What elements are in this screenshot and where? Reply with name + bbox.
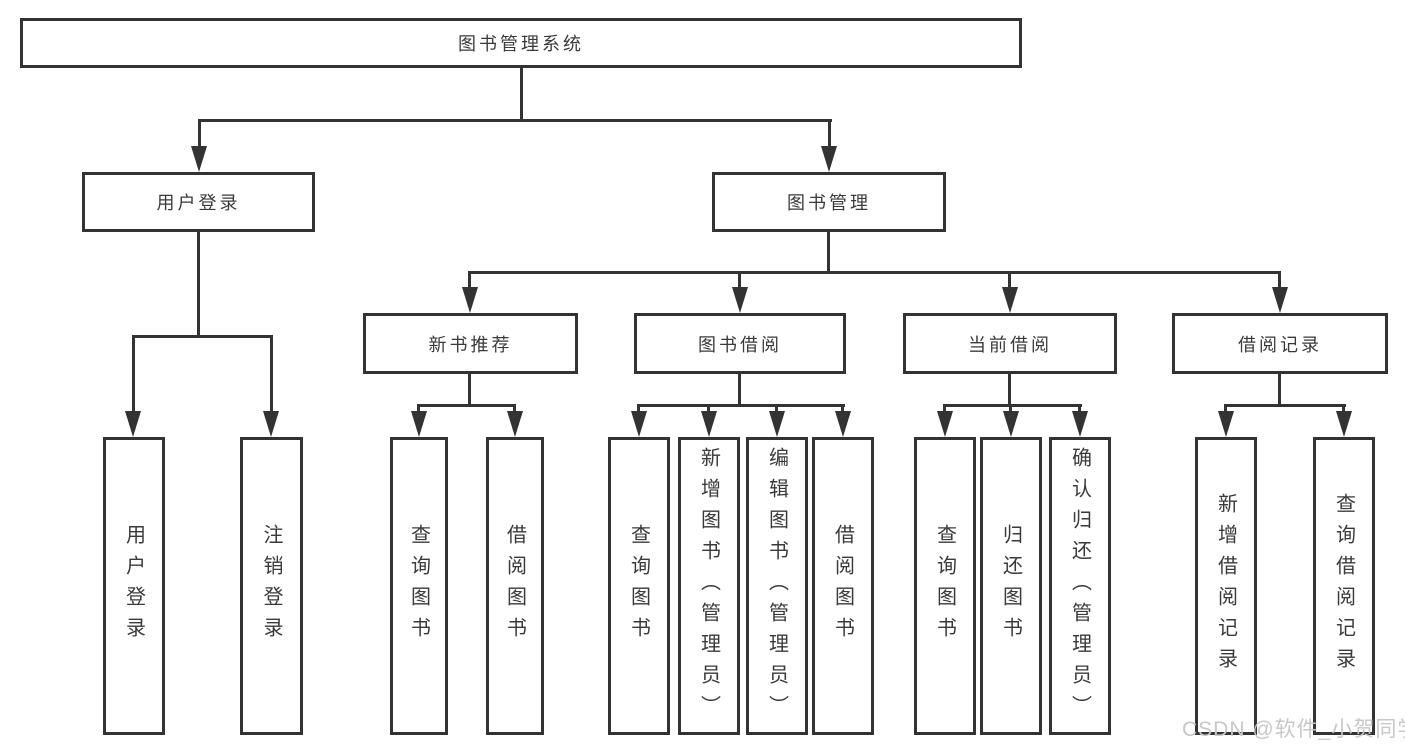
connector-line [707,404,710,414]
connector-line [1224,404,1227,414]
connector-line [468,271,1281,274]
connector-line [1078,404,1081,414]
leaf-borrowing-query-books: 查询图书 [608,437,670,735]
leaf-borrowing-borrow-books: 借阅图书 [812,437,874,735]
leaf-records-query-record: 查询借阅记录 [1313,437,1375,735]
leaf-borrowing-edit-book-admin: 编辑图书（管理员） [746,437,808,735]
arrowhead-down-icon [1272,287,1288,313]
arrowhead-down-icon [701,411,717,437]
connector-line [133,335,273,338]
connector-line [637,404,845,407]
leaf-borrowing-add-book-admin: 新增图书（管理员） [678,437,740,735]
arrowhead-down-icon [1002,287,1018,313]
connector-line [1008,271,1011,289]
node-current-borrowing: 当前借阅 [903,313,1117,374]
arrowhead-down-icon [835,411,851,437]
connector-line [1278,374,1281,407]
connector-line [132,335,135,413]
arrowhead-down-icon [1218,411,1234,437]
node-user-login: 用户登录 [82,172,315,232]
connector-line [775,404,778,414]
leaf-logout: 注销登录 [240,437,303,735]
leaf-recommend-query-books: 查询图书 [390,437,448,735]
watermark-text: CSDN @软件_小贺同学 [1182,718,1405,741]
node-book-borrowing: 图书借阅 [634,313,846,374]
connector-line [468,271,471,289]
arrowhead-down-icon [821,146,837,172]
connector-line [827,232,830,273]
node-borrowing-records: 借阅记录 [1172,313,1388,374]
leaf-user-login: 用户登录 [103,437,165,735]
connector-line [1342,404,1345,414]
node-new-book-recommendation: 新书推荐 [363,313,578,374]
connector-line [513,404,516,414]
arrowhead-down-icon [1336,411,1352,437]
connector-line [417,404,516,407]
arrowhead-down-icon [125,411,141,437]
connector-line [1008,374,1011,407]
connector-line [468,374,471,407]
arrowhead-down-icon [631,411,647,437]
node-book-management: 图书管理 [712,172,946,232]
arrowhead-down-icon [507,411,523,437]
root-node: 图书管理系统 [20,18,1022,68]
arrowhead-down-icon [462,287,478,313]
arrowhead-down-icon [1003,411,1019,437]
leaf-current-query-books: 查询图书 [914,437,976,735]
connector-line [828,119,831,149]
arrowhead-down-icon [411,411,427,437]
arrowhead-down-icon [191,146,207,172]
connector-line [1009,404,1012,414]
arrowhead-down-icon [263,411,279,437]
arrowhead-down-icon [937,411,953,437]
arrowhead-down-icon [732,287,748,313]
connector-line [1224,404,1346,407]
arrowhead-down-icon [769,411,785,437]
connector-line [738,271,741,289]
connector-line [841,404,844,414]
connector-line [520,66,523,122]
connector-line [738,374,741,407]
connector-line [198,119,832,122]
leaf-current-return-books: 归还图书 [980,437,1042,735]
connector-line [637,404,640,414]
connector-line [943,404,1082,407]
connector-line [270,335,273,413]
leaf-records-add-record: 新增借阅记录 [1195,437,1257,735]
connector-line [1278,271,1281,289]
leaf-recommend-borrow-books: 借阅图书 [486,437,544,735]
connector-line [943,404,946,414]
leaf-current-confirm-return-admin: 确认归还（管理员） [1049,437,1111,735]
connector-line [417,404,420,414]
arrowhead-down-icon [1072,411,1088,437]
connector-line [197,232,200,337]
connector-line [198,119,201,149]
